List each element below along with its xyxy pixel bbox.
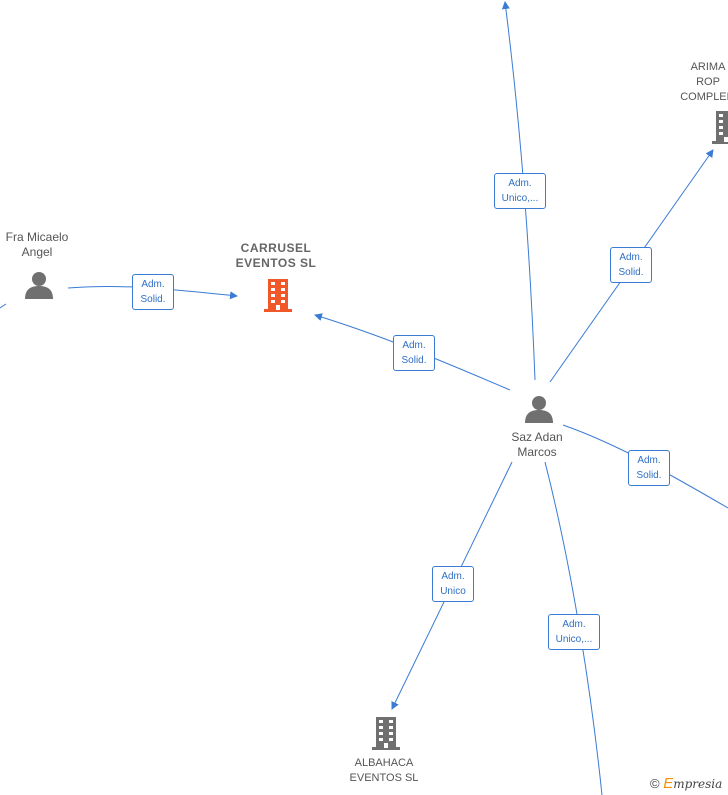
person-icon[interactable] (24, 270, 54, 300)
company-label-albahaca[interactable]: ALBAHACA EVENTOS SL (349, 757, 419, 784)
edge-label-saz-albahaca[interactable]: Adm. Unico (432, 566, 474, 602)
edge-label-saz-arima[interactable]: Adm. Solid. (610, 247, 652, 283)
brand-watermark: © Empresia (650, 775, 722, 792)
copyright-symbol: © (650, 776, 660, 791)
building-icon[interactable] (370, 716, 402, 750)
edge-label-saz-carrusel[interactable]: Adm. Solid. (393, 335, 435, 371)
company-label-arima[interactable]: ARIMA ROP COMPLEM (680, 61, 728, 103)
person-label-saz-adan[interactable]: Saz Adan Marcos (511, 430, 563, 459)
edge-label-saz-bottom[interactable]: Adm. Unico,... (548, 614, 600, 650)
edge-label-saz-top[interactable]: Adm. Unico,... (494, 173, 546, 209)
company-label-carrusel[interactable]: CARRUSEL EVENTOS SL (235, 241, 317, 270)
edge-label-saz-right[interactable]: Adm. Solid. (628, 450, 670, 486)
person-icon[interactable] (524, 394, 554, 424)
building-icon-highlight[interactable] (262, 278, 294, 312)
building-icon[interactable] (710, 110, 728, 144)
person-label-fra-micaelo[interactable]: Fra Micaelo Angel (5, 230, 69, 259)
brand-logo-initial: E (663, 775, 674, 792)
edge-offscreen-left (0, 303, 7, 309)
edge-label-fra-carrusel[interactable]: Adm. Solid. (132, 274, 174, 310)
brand-name: mpresia (673, 777, 723, 791)
